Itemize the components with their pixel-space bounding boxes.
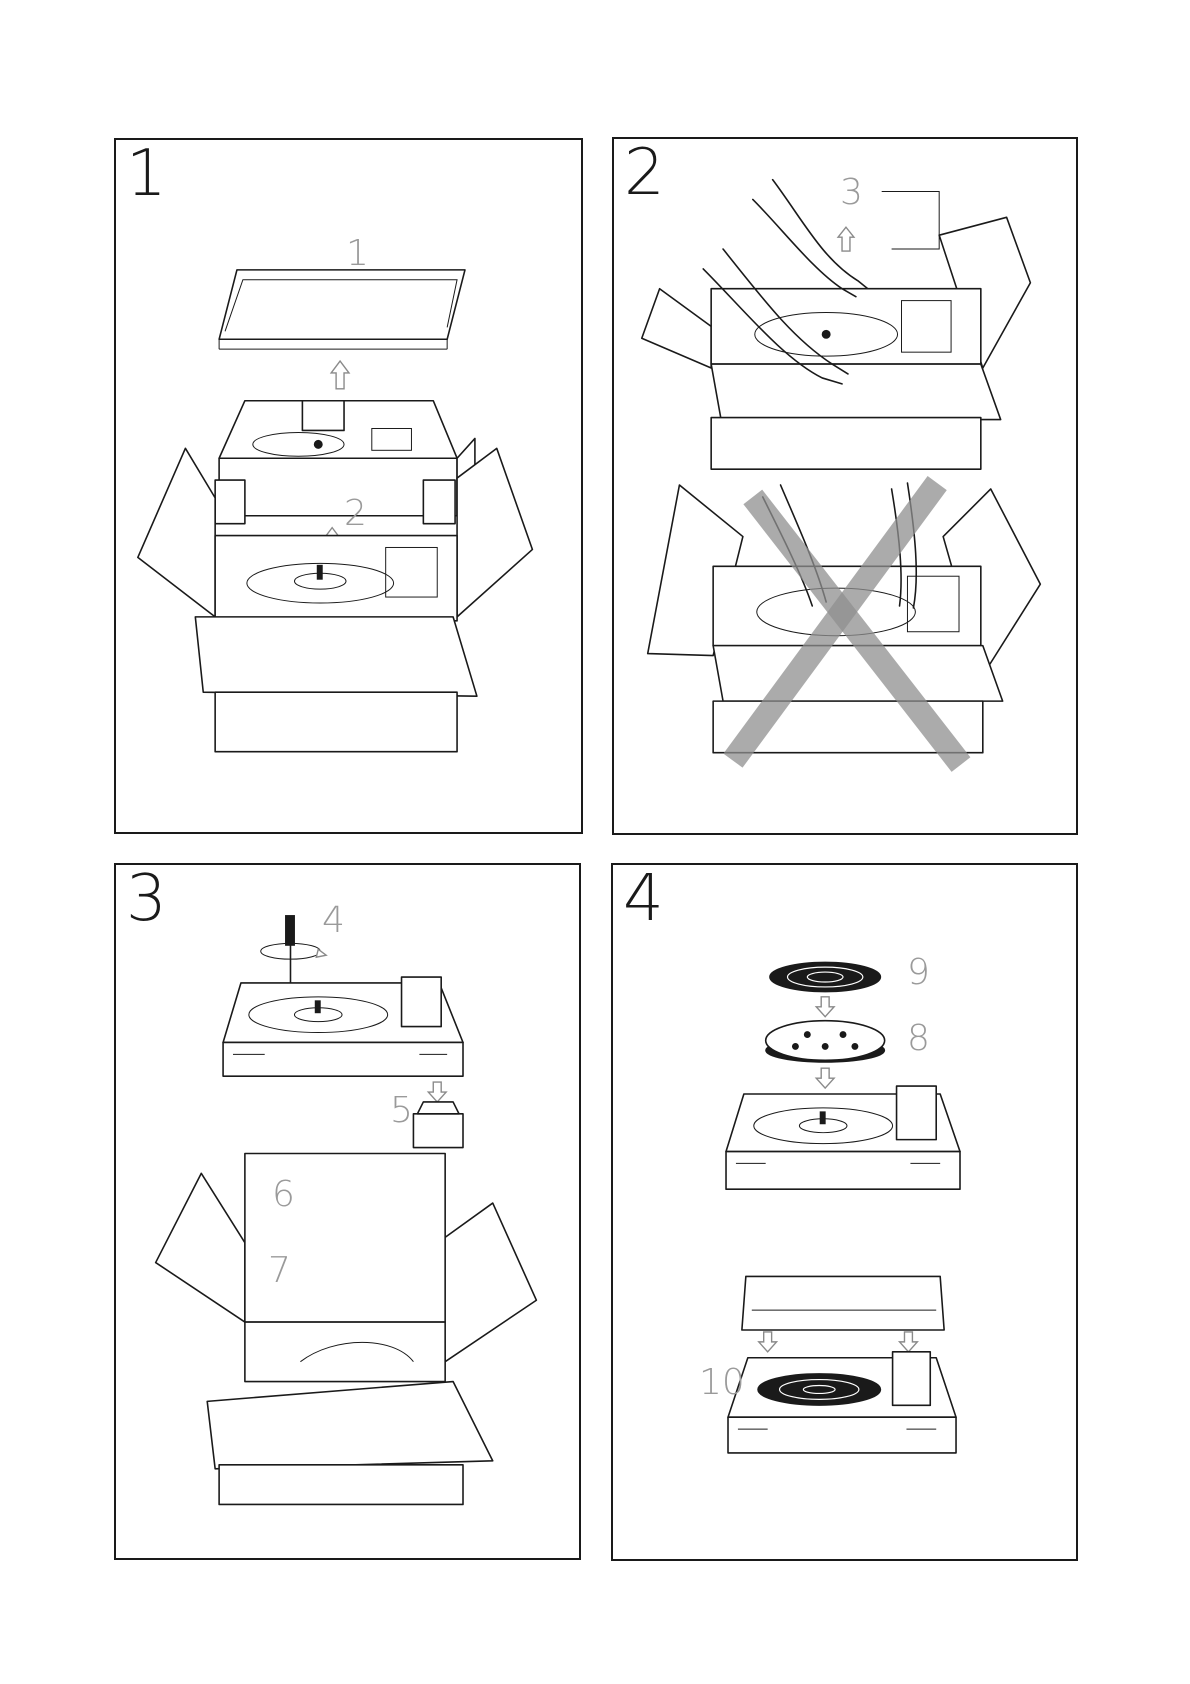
dust-cover (219, 270, 465, 349)
record-disc (770, 962, 881, 992)
panel-4-illustration (613, 865, 1076, 1559)
assembled-turntable (728, 1352, 956, 1453)
callout-3: 3 (840, 175, 863, 211)
panel-2-illustration (614, 139, 1076, 833)
down-arrow-icon (816, 997, 834, 1017)
callout-2: 2 (344, 496, 367, 532)
callout-7: 7 (268, 1253, 291, 1289)
panel-step-4: 4 (611, 863, 1078, 1561)
panel-step-1: 1 (114, 138, 583, 834)
down-arrow-icon (900, 1332, 918, 1352)
down-arrow-icon (759, 1332, 777, 1352)
screwdriver-icon (261, 916, 326, 987)
panel-step-3: 3 (114, 863, 581, 1560)
callout-4: 4 (322, 903, 345, 939)
callout-10: 10 (699, 1365, 745, 1401)
turntable (726, 1086, 960, 1189)
callout-9: 9 (907, 955, 930, 991)
turntable (223, 977, 463, 1076)
callout-8: 8 (907, 1021, 930, 1057)
down-arrow-icon (428, 1082, 446, 1102)
callout-6: 6 (272, 1177, 295, 1213)
panel-3-illustration (116, 865, 579, 1558)
dust-cover (742, 1276, 944, 1330)
callout-1: 1 (346, 236, 369, 272)
callout-5: 5 (390, 1093, 413, 1129)
up-arrow-icon (838, 227, 854, 251)
open-box (156, 1154, 537, 1505)
platter (766, 1021, 885, 1063)
correct-lift-box (642, 180, 1031, 469)
panel-step-2: 2 (612, 137, 1078, 835)
up-arrow-icon (331, 361, 349, 389)
transport-block (413, 1102, 463, 1148)
down-arrow-icon (816, 1068, 834, 1088)
